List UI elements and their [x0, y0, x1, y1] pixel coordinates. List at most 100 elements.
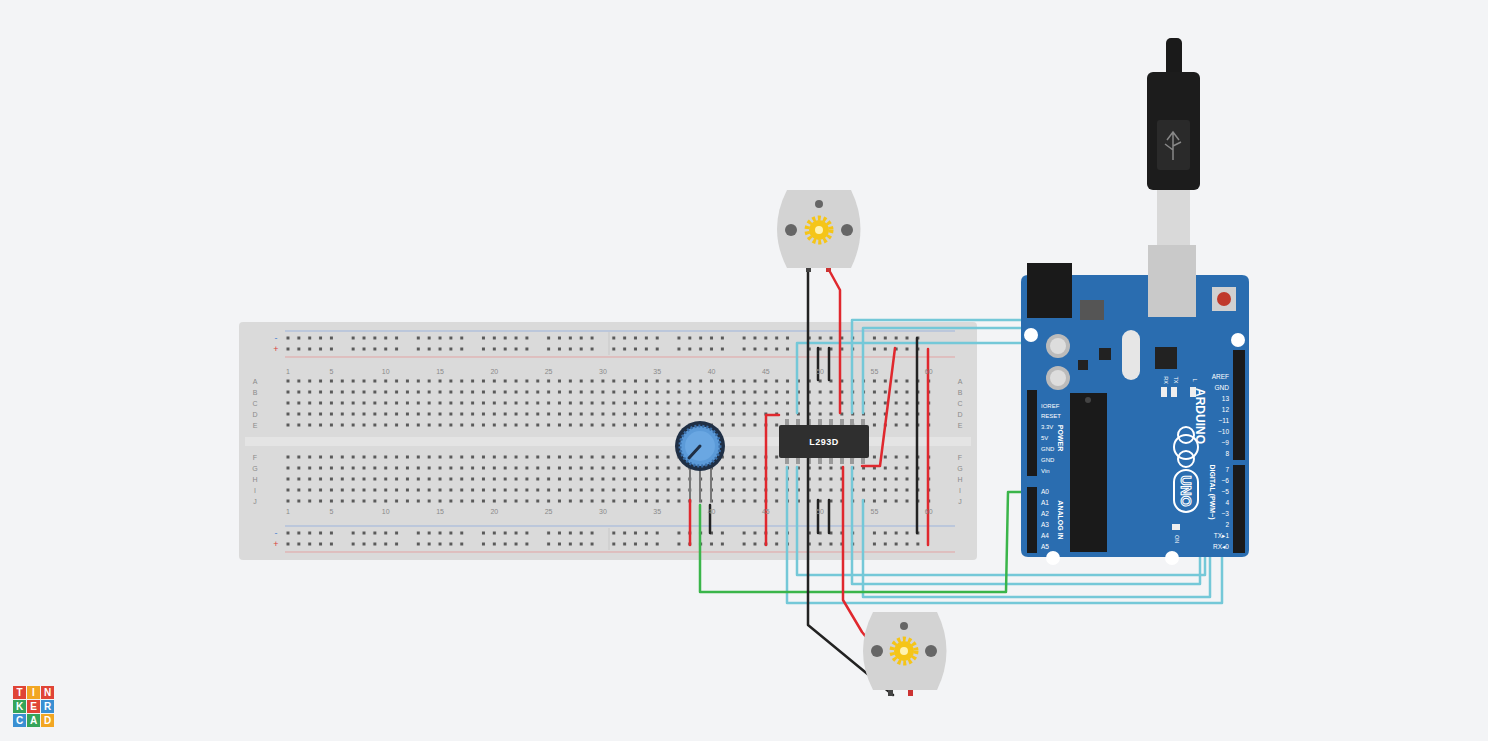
logo-letter: E — [30, 702, 37, 712]
pin-label: A2 — [1041, 511, 1049, 518]
pin-label: 8 — [1225, 451, 1229, 458]
ic-chip: L293D — [779, 425, 869, 458]
pin-label: ~5 — [1222, 489, 1229, 496]
chip-label: L293D — [809, 437, 839, 447]
pin-label: ~11 — [1218, 418, 1229, 425]
pin-label: 3.3V — [1041, 424, 1053, 430]
pin-label: 7 — [1225, 467, 1229, 474]
row-letter: H — [252, 476, 257, 483]
pin-label: ~3 — [1222, 511, 1229, 518]
column-number: 25 — [545, 368, 553, 375]
pin-label: ~10 — [1218, 429, 1229, 436]
pin-label: ~9 — [1222, 440, 1229, 447]
row-letter: D — [252, 411, 257, 418]
row-letter: J — [958, 498, 962, 505]
pin-label: A4 — [1041, 533, 1049, 540]
column-number: 10 — [382, 368, 390, 375]
logo-letter: K — [16, 702, 23, 712]
rail-sign: + — [273, 345, 278, 354]
pin-label: Vin — [1041, 468, 1050, 474]
logo-letter: C — [16, 716, 23, 726]
pin-label: ~6 — [1222, 478, 1229, 485]
column-number: 55 — [871, 508, 879, 515]
pin-label: GND — [1041, 457, 1054, 463]
row-letter: D — [957, 411, 962, 418]
row-letter: G — [252, 465, 257, 472]
pin-label: 13 — [1222, 396, 1229, 403]
pin-label: AREF — [1212, 374, 1229, 381]
pin-label: GND — [1215, 385, 1229, 392]
logo-letter: D — [44, 716, 51, 726]
column-number: 20 — [490, 508, 498, 515]
row-letter: H — [957, 476, 962, 483]
board-model: UNO — [1179, 475, 1193, 506]
rail-sign: - — [275, 334, 278, 343]
row-letter: F — [253, 454, 257, 461]
logo-letter: A — [30, 716, 37, 726]
pin-label: RX◂0 — [1213, 544, 1229, 551]
dc-motor — [863, 612, 947, 696]
pin-label: GND — [1041, 446, 1054, 452]
column-number: 35 — [653, 508, 661, 515]
logo-letter: T — [16, 688, 22, 698]
potentiometer — [675, 421, 725, 502]
breadboard — [239, 322, 977, 560]
column-number: 45 — [762, 508, 770, 515]
led-label: L — [1191, 378, 1197, 381]
header-title: POWER — [1057, 425, 1064, 451]
row-letter: B — [958, 389, 963, 396]
column-number: 5 — [329, 368, 333, 375]
column-number: 55 — [871, 368, 879, 375]
header-title: ANALOG IN — [1057, 500, 1064, 539]
pin-label: TX▸1 — [1214, 533, 1229, 540]
row-letter: G — [957, 465, 962, 472]
column-number: 20 — [490, 368, 498, 375]
column-number: 15 — [436, 368, 444, 375]
header-title: DIGITAL (PWM~) — [1209, 464, 1216, 519]
row-letter: I — [959, 487, 961, 494]
led-label: ON — [1173, 535, 1179, 543]
pin-label: 5V — [1041, 435, 1048, 441]
dc-motor — [777, 190, 861, 272]
column-number: 40 — [708, 508, 716, 515]
column-number: 40 — [708, 368, 716, 375]
led-label: TX — [1172, 376, 1178, 383]
column-number: 5 — [329, 508, 333, 515]
pin-label: IOREF — [1041, 403, 1059, 409]
pin-label: A5 — [1041, 544, 1049, 551]
column-number: 1 — [286, 368, 290, 375]
logo-letter: N — [44, 688, 51, 698]
pin-label: RESET — [1041, 413, 1061, 419]
row-letter: F — [958, 454, 962, 461]
column-number: 60 — [925, 508, 933, 515]
column-number: 15 — [436, 508, 444, 515]
pin-label: A1 — [1041, 500, 1049, 507]
pin-label: 4 — [1225, 500, 1229, 507]
pin-label: 12 — [1222, 407, 1229, 414]
pin-label: A0 — [1041, 489, 1049, 496]
rail-sign: + — [273, 540, 278, 549]
led-label: RX — [1162, 376, 1168, 384]
logo-letter: R — [44, 702, 51, 712]
column-number: 1 — [286, 508, 290, 515]
column-number: 45 — [762, 368, 770, 375]
row-letter: E — [253, 422, 258, 429]
pin-label: A3 — [1041, 522, 1049, 529]
rail-sign: - — [275, 529, 278, 538]
row-letter: I — [254, 487, 256, 494]
pin-label: 2 — [1225, 522, 1229, 529]
column-number: 50 — [816, 508, 824, 515]
row-letter: B — [253, 389, 258, 396]
row-letter: C — [252, 400, 257, 407]
row-letter: A — [253, 378, 258, 385]
column-number: 50 — [816, 368, 824, 375]
logo-letter: I — [32, 688, 35, 698]
row-letter: E — [958, 422, 963, 429]
row-letter: J — [253, 498, 257, 505]
arduino-board — [1021, 245, 1249, 565]
tinkercad-logo — [13, 686, 54, 727]
row-letter: A — [958, 378, 963, 385]
column-number: 30 — [599, 368, 607, 375]
column-number: 35 — [653, 368, 661, 375]
